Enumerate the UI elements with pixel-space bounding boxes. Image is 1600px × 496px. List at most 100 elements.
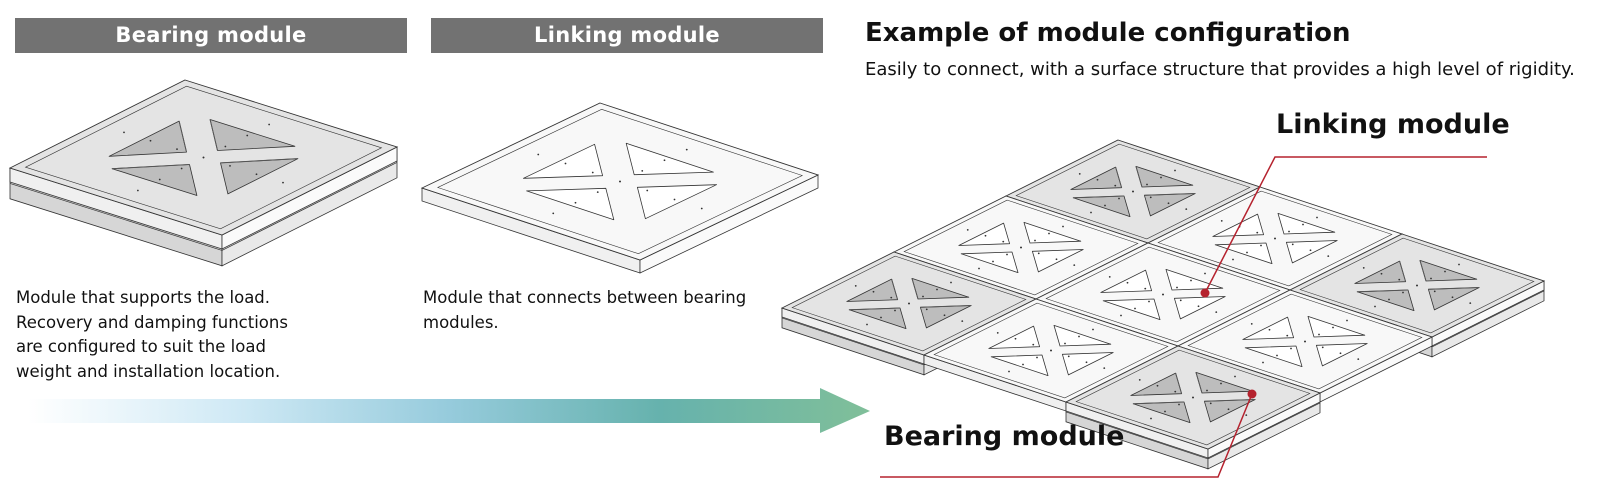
mounting-hole — [1398, 278, 1401, 281]
bearing-callout-leader-line — [880, 393, 1253, 478]
triangular-cutout — [625, 142, 714, 176]
mounting-hole — [1120, 314, 1122, 317]
mounting-hole — [1402, 291, 1404, 294]
mounting-hole — [149, 139, 152, 142]
mounting-hole — [1192, 396, 1194, 399]
triangular-cutout — [960, 251, 1019, 274]
mounting-hole — [1290, 347, 1292, 350]
mounting-hole — [1220, 382, 1222, 385]
example-title: Example of module configuration — [865, 18, 1351, 48]
triangular-cutout — [1053, 324, 1112, 347]
mounting-hole — [1020, 246, 1022, 249]
mounting-hole — [992, 260, 994, 263]
mounting-hole — [619, 180, 621, 183]
triangular-cutout — [1214, 242, 1273, 265]
mounting-hole — [1090, 211, 1092, 214]
mounting-hole — [1291, 243, 1294, 246]
mounting-hole — [1174, 390, 1177, 393]
mounting-hole — [1232, 258, 1234, 261]
mounting-hole — [1374, 305, 1376, 308]
mounting-hole — [1144, 287, 1147, 290]
mounting-hole — [663, 159, 666, 162]
triangular-cutout — [1242, 316, 1294, 340]
mounting-hole — [700, 207, 703, 210]
mounting-hole — [1206, 389, 1208, 392]
mounting-hole — [176, 148, 178, 151]
mounting-hole — [591, 171, 594, 174]
description-line: Module that supports the load. — [16, 288, 271, 307]
mounting-hole — [1014, 337, 1017, 340]
housing-gap-line — [1207, 402, 1321, 460]
internal-mechanism — [1357, 289, 1409, 293]
mounting-hole — [1245, 414, 1248, 417]
mounting-hole — [925, 308, 928, 311]
mounting-hole — [1032, 343, 1035, 346]
mounting-hole — [136, 189, 139, 192]
mounting-hole — [1179, 299, 1182, 302]
mounting-hole — [537, 153, 540, 156]
mounting-hole — [1304, 340, 1306, 343]
bearing-module-callout-label: Bearing module — [884, 421, 1125, 452]
plate-inner-border — [1187, 293, 1423, 390]
plate-inner-border — [1299, 237, 1535, 334]
description-line: weight and installation location. — [16, 361, 281, 381]
mounting-hole — [1108, 275, 1111, 278]
mounting-hole — [1126, 281, 1129, 284]
mounting-hole — [1134, 307, 1136, 310]
mounting-hole — [229, 164, 231, 167]
triangular-cutout — [988, 325, 1040, 349]
mounting-hole — [1096, 178, 1099, 181]
internal-mechanism — [1073, 195, 1125, 199]
linking-callout-leader-line — [1204, 156, 1487, 294]
mounting-hole — [1246, 251, 1248, 254]
description-line: are configured to suit the load — [16, 337, 266, 356]
mounting-hole — [1073, 264, 1076, 267]
mounting-hole — [1316, 216, 1318, 219]
module-configuration-illustration — [780, 139, 1546, 470]
mounting-hole — [1234, 375, 1236, 378]
mounting-hole — [1008, 370, 1010, 373]
mounting-hole — [1085, 361, 1088, 364]
mounting-hole — [880, 316, 882, 319]
mounting-hole — [1388, 298, 1390, 301]
mounting-hole — [255, 173, 258, 176]
mounting-hole — [1346, 319, 1348, 322]
mounting-hole — [966, 228, 969, 231]
mounting-hole — [894, 309, 896, 312]
mounting-hole — [180, 167, 183, 170]
mounting-hole — [1451, 296, 1454, 299]
triangular-cutout — [523, 143, 603, 179]
mounting-hole — [646, 189, 649, 192]
mounting-hole — [1288, 230, 1290, 233]
mounting-hole — [1148, 300, 1150, 303]
description-line: Recovery and damping functions — [16, 312, 288, 332]
internal-mechanism — [209, 119, 218, 151]
mounting-hole — [1250, 322, 1253, 325]
triangular-cutout — [1277, 212, 1336, 235]
mounting-hole — [1138, 378, 1141, 381]
linking-module-callout-label: Linking module — [1276, 109, 1510, 140]
internal-mechanism — [178, 121, 188, 153]
mounting-hole — [1458, 263, 1460, 266]
linking-callout-dot — [1200, 288, 1210, 298]
mounting-hole — [596, 191, 599, 194]
mounting-hole — [1022, 363, 1024, 366]
mounting-hole — [854, 284, 857, 287]
mounting-hole — [1318, 333, 1320, 336]
mounting-hole — [202, 156, 205, 159]
plate-inner-border — [1015, 143, 1251, 240]
mounting-hole — [1262, 361, 1264, 364]
triangular-cutout — [637, 184, 717, 220]
mounting-hole — [1103, 367, 1106, 370]
housing-gap-line — [781, 317, 925, 366]
internal-mechanism — [1115, 167, 1123, 188]
mounting-hole — [552, 212, 555, 215]
description-line: modules. — [423, 312, 499, 332]
mounting-hole — [1227, 408, 1230, 411]
mounting-hole — [1256, 231, 1259, 234]
mounting-hole — [1197, 305, 1200, 308]
mounting-hole — [1332, 326, 1334, 329]
plate-inner-border — [1157, 190, 1393, 287]
example-subtitle: Easily to connect, with a surface struct… — [865, 59, 1575, 80]
bearing-module-illustration — [8, 79, 399, 267]
